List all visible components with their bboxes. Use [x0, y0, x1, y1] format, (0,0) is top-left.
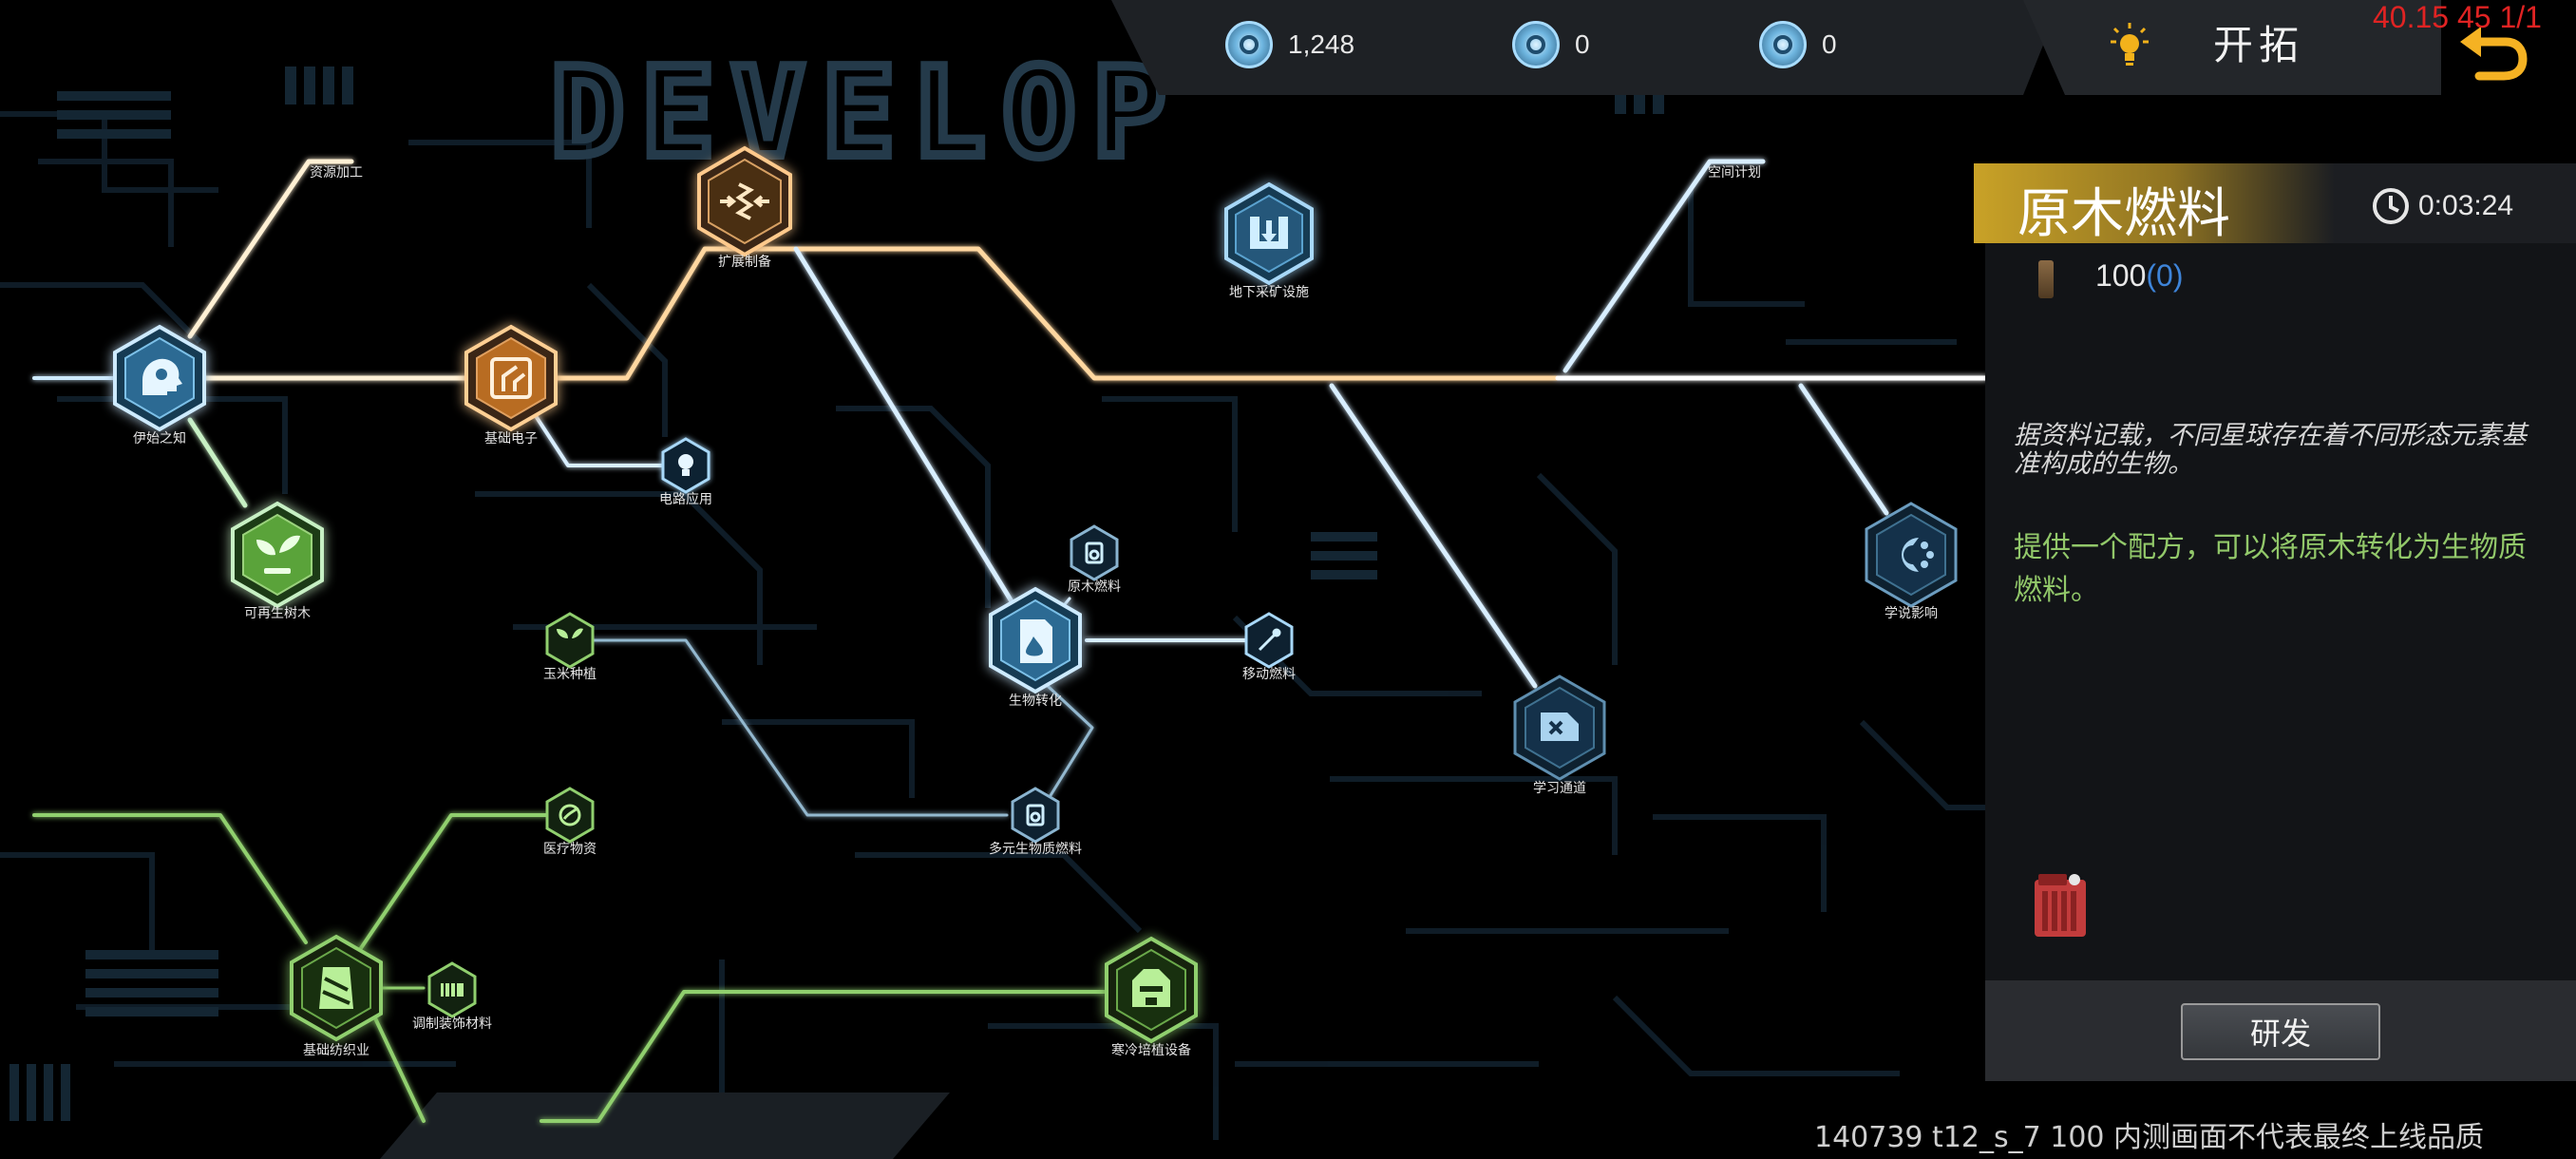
label-baozhi: 调制装饰材料: [412, 1016, 492, 1032]
label-yiliao: 医疗物资: [543, 842, 597, 857]
circuit-chip-icon: [490, 357, 532, 399]
tech-node-yuanmu[interactable]: [1070, 524, 1119, 581]
floor-deco: [380, 1092, 950, 1159]
material-need: 100: [2095, 258, 2147, 293]
lore-description: 据资料记载，不同星球存在着不同形态元素基准构成的生物。: [2014, 421, 2527, 479]
generator-box-icon[interactable]: [2033, 872, 2088, 939]
research-timer: 0:03:24: [2418, 190, 2514, 221]
corn-sprout-icon: [557, 628, 583, 652]
label-duoyuan: 多元生物质燃料: [989, 841, 1082, 857]
tech-node-dixia[interactable]: [1224, 181, 1314, 286]
tech-node-shengwu[interactable]: [989, 586, 1082, 694]
tech-node-yiliao[interactable]: [545, 787, 595, 844]
mode-title: 开拓: [2213, 22, 2305, 68]
label-qishi: 伊始之知: [133, 430, 186, 446]
multi-fuel-icon: [1026, 804, 1045, 826]
mine-drill-icon: [1250, 217, 1288, 249]
clock-icon: [2373, 188, 2409, 224]
resource-value: 1,248: [1288, 29, 1355, 59]
textile-roll-icon: [319, 967, 353, 1009]
head-gear-icon: [142, 358, 182, 395]
detail-panel: [1985, 163, 2576, 1081]
bulb-chip-icon: [678, 454, 693, 476]
sprout-icon: [256, 535, 300, 574]
tech-node-baozhi[interactable]: [427, 961, 477, 1018]
material-owned: (0): [2146, 258, 2184, 293]
label-xuexi: 学习通道: [1533, 781, 1586, 796]
label-dianlu: 电路应用: [659, 491, 712, 507]
label-jichu-fangzhi: 基础纺织业: [303, 1042, 369, 1058]
compress-icon: [720, 182, 769, 220]
label-yuanmu: 原木燃料: [1068, 579, 1121, 595]
detail-title: 原木燃料: [2017, 183, 2230, 245]
lightbulb-icon: [2111, 23, 2149, 66]
cold-machine-icon: [1132, 969, 1170, 1007]
tech-node-jichu[interactable]: [464, 324, 558, 432]
tech-node-yidong[interactable]: [1244, 612, 1294, 669]
develop-title-art: DEVELOP: [551, 43, 1183, 184]
wand-icon: [1258, 628, 1281, 652]
label-yingxiang: 学说影响: [1885, 606, 1938, 621]
label-dixia: 地下采矿设施: [1229, 285, 1309, 300]
resource-gear[interactable]: 1,248: [1225, 21, 1354, 68]
resource-value: 0: [1575, 29, 1590, 59]
gear-token-icon: [1225, 21, 1273, 68]
label-ziyuan: 资源加工: [310, 165, 363, 180]
label-kuorong: 扩展制备: [718, 254, 771, 270]
effect-description: 提供一个配方，可以将原木转化为生物质燃料。: [2014, 531, 2527, 607]
log-icon: [2038, 260, 2054, 298]
research-button[interactable]: 研发: [2181, 1003, 2380, 1060]
title-gold-banner: [1974, 163, 2335, 243]
label-yidong: 移动燃料: [1242, 666, 1296, 682]
tech-node-xuexi[interactable]: [1513, 674, 1606, 781]
tech-node-hanleng[interactable]: [1105, 936, 1198, 1044]
tech-node-kuorong[interactable]: [697, 145, 792, 257]
core-token-icon: [1759, 21, 1807, 68]
medical-leaf-icon: [559, 804, 581, 826]
label-jichu: 基础电子: [484, 430, 538, 446]
resource-value: 0: [1822, 29, 1837, 59]
resource-flask[interactable]: 0: [1512, 21, 1590, 68]
conveyor-icon: [1541, 712, 1579, 741]
label-kongjian: 空间计划: [1708, 165, 1761, 180]
gear-influence-icon: [1902, 538, 1934, 572]
label-yumi: 玉米种植: [543, 667, 597, 682]
fabric-grid-icon: [441, 983, 464, 997]
tech-node-kezaisheng[interactable]: [231, 501, 324, 609]
tech-node-jichu-fangzhi[interactable]: [290, 934, 383, 1042]
flask-token-icon: [1512, 21, 1560, 68]
tech-node-yumi[interactable]: [545, 612, 595, 669]
build-watermark: 140739 t12_s_7 100 内测画面不代表最终上线品质: [1814, 1121, 2485, 1154]
fuel-can-icon: [1085, 542, 1104, 564]
tech-node-dianlu[interactable]: [661, 437, 710, 494]
return-arrow-icon[interactable]: [2458, 21, 2530, 82]
label-hanleng: 寒冷培植设备: [1111, 1042, 1191, 1058]
debug-overlay: 40.15 45 1/1: [2373, 0, 2542, 34]
tech-node-yingxiang[interactable]: [1865, 502, 1958, 608]
material-cost: 100(0): [2095, 258, 2184, 294]
bio-fuel-can-icon: [1020, 619, 1052, 663]
tech-node-labels: 资源加工 扩展制备 地下采矿设施 空间计划 伊始之知 基础电子 电路应用 可再生…: [133, 165, 1938, 1058]
tech-node-duoyuan[interactable]: [1011, 787, 1060, 844]
mode-title-bar: [2023, 0, 2441, 95]
tech-node-qishi[interactable]: [113, 324, 206, 432]
label-shengwu: 生物转化: [1009, 694, 1062, 709]
label-kezaisheng: 可再生树木: [244, 606, 311, 621]
resource-core[interactable]: 0: [1759, 21, 1837, 68]
